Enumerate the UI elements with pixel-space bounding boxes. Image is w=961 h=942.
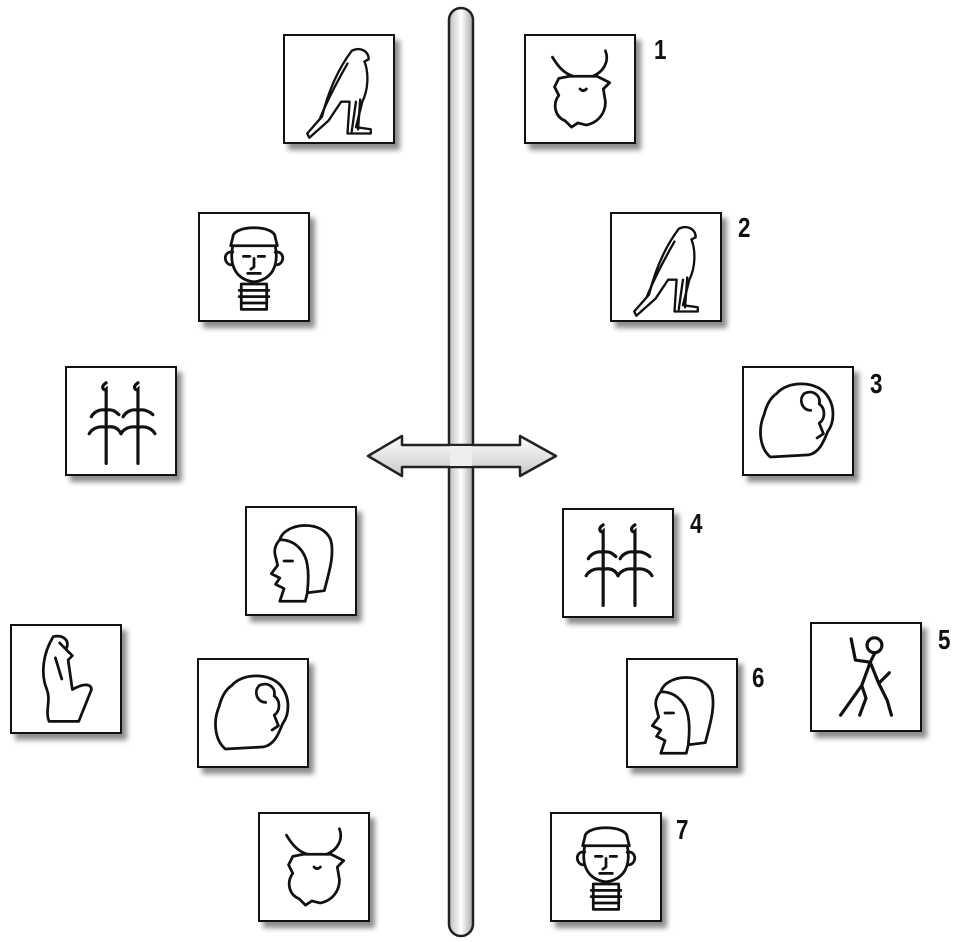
human-head-icon (247, 508, 355, 614)
left-tile-vulture (283, 34, 395, 144)
label-number-6: 6 (752, 662, 764, 694)
left-tile-ox-head (258, 812, 370, 922)
label-number-4: 4 (690, 508, 702, 540)
lion-head-icon (744, 368, 852, 474)
right-tile-5-dancing-figure (810, 622, 922, 732)
dancing-figure-icon (812, 624, 920, 730)
vulture-icon (285, 36, 393, 142)
label-number-5: 5 (938, 624, 950, 656)
vertical-bar (449, 8, 473, 936)
label-number-2: 2 (738, 212, 750, 244)
seated-figure-icon (12, 626, 120, 732)
right-tile-3-lion-head (742, 366, 854, 476)
label-number-3: 3 (870, 368, 882, 400)
left-tile-seated-figure (10, 624, 122, 734)
right-tile-7-face-collar (550, 812, 662, 922)
double-reed-icon (67, 368, 175, 474)
ox-head-icon (260, 814, 368, 920)
face-with-collar-icon (552, 814, 660, 920)
left-tile-double-reed (65, 366, 177, 476)
left-tile-face-collar (198, 212, 310, 322)
double-reed-icon (564, 510, 672, 616)
vulture-icon (612, 214, 720, 320)
right-tile-6-human-head (626, 658, 738, 768)
label-number-7: 7 (676, 814, 688, 846)
right-tile-2-vulture (610, 212, 722, 322)
lion-head-icon (199, 660, 307, 766)
label-number-1: 1 (654, 34, 666, 66)
right-tile-1-ox-head (524, 34, 636, 144)
left-tile-human-head (245, 506, 357, 616)
face-with-collar-icon (200, 214, 308, 320)
ox-head-icon (526, 36, 634, 142)
left-tile-lion-head (197, 658, 309, 768)
human-head-icon (628, 660, 736, 766)
right-tile-4-double-reed (562, 508, 674, 618)
